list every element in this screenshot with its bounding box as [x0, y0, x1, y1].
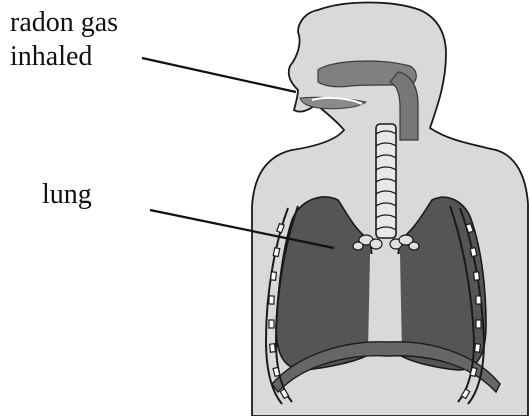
lung-label: lung: [42, 178, 92, 212]
radon-label-line-2: inhaled: [10, 40, 118, 74]
radon-gas-label: radon gas inhaled: [10, 6, 118, 74]
radon-pointer-line: [142, 58, 296, 92]
mediastinum: [368, 254, 402, 352]
radon-label-line-1: radon gas: [10, 6, 118, 40]
